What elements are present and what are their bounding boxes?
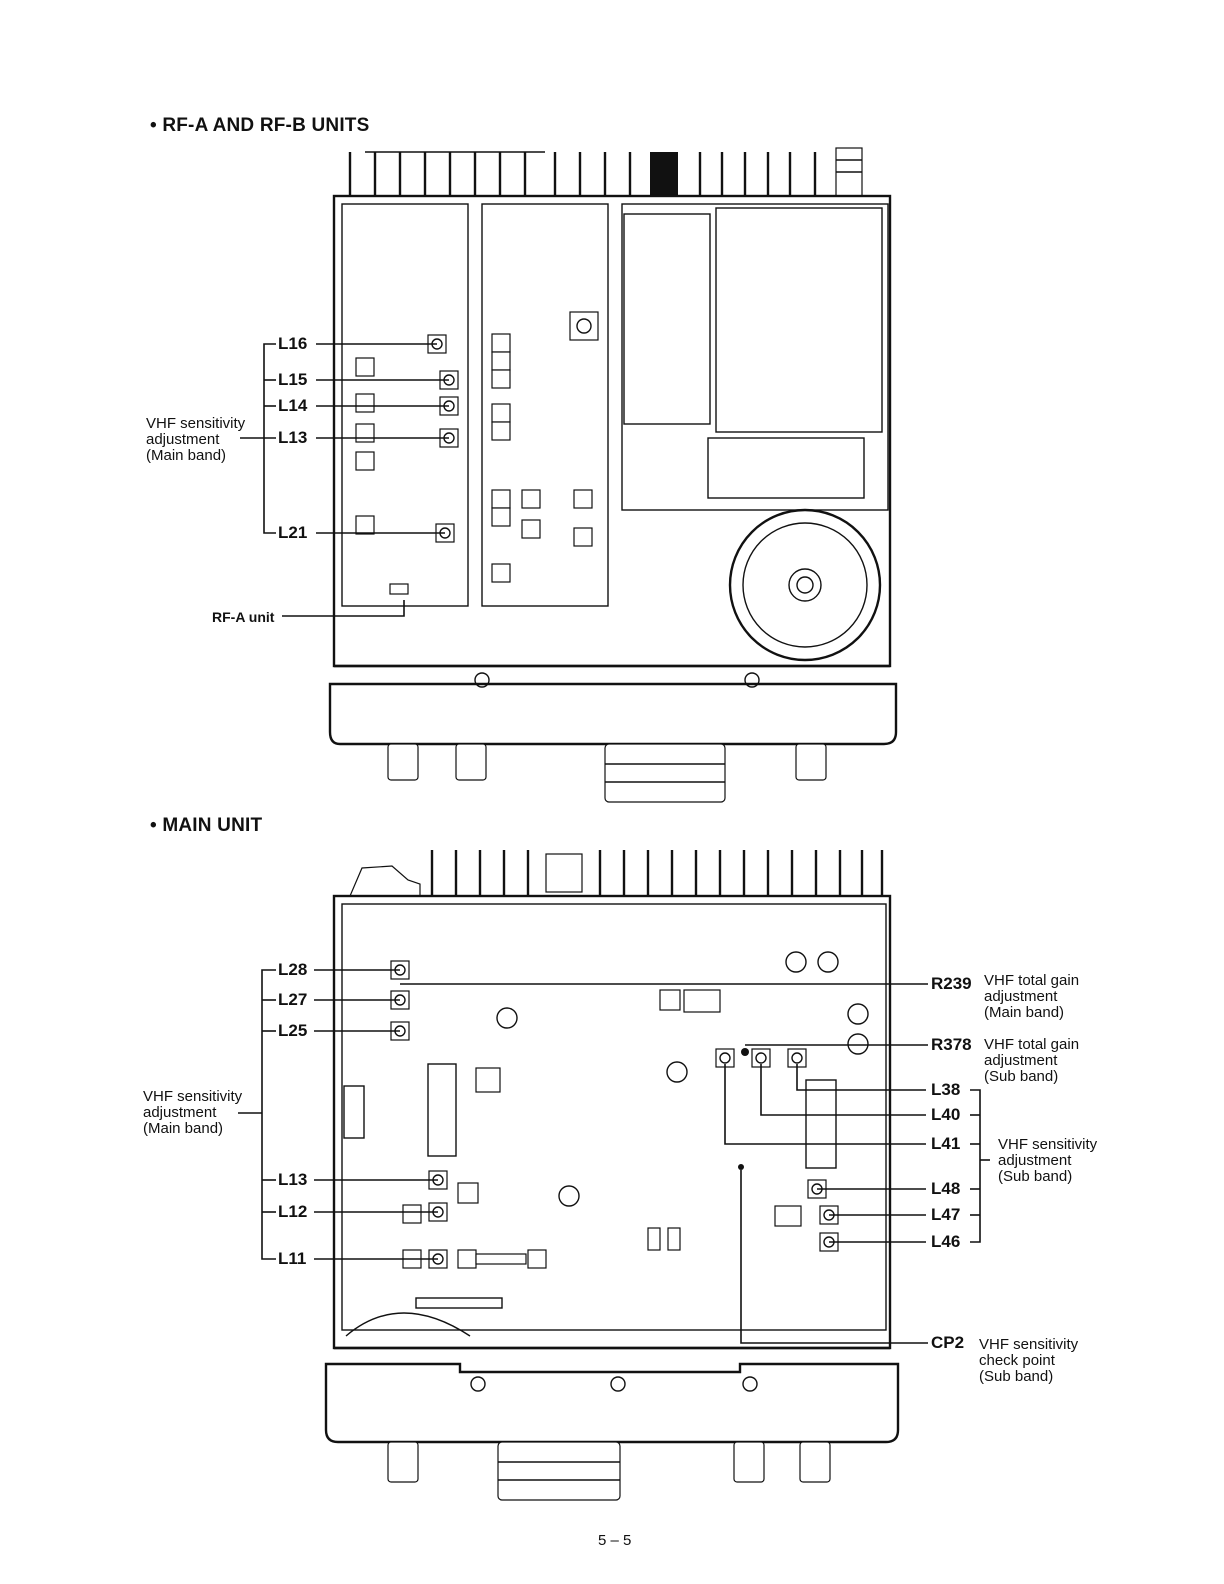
rf-coil-label-l13: L13 <box>278 428 308 447</box>
main-coil-label-l27: L27 <box>278 990 308 1009</box>
main-front-panel <box>324 1362 900 1444</box>
r378-label: R378 <box>931 1035 972 1054</box>
main-dial <box>497 1441 621 1501</box>
main-coil-label-l12: L12 <box>278 1202 308 1221</box>
rf-heatsink-fins <box>348 147 863 197</box>
main-knob-left <box>387 1441 419 1483</box>
main-coil-label-l25: L25 <box>278 1021 308 1040</box>
section-title-main: • MAIN UNIT <box>150 815 263 836</box>
main-unit-chassis-drawing <box>324 850 900 1501</box>
main-coil-label-l41: L41 <box>931 1134 961 1153</box>
main-knob-mid <box>733 1441 765 1483</box>
rf-knob-left <box>387 743 419 781</box>
rf-coil-label-l21: L21 <box>278 523 308 542</box>
rf-a-unit-label: RF-A unit <box>212 609 275 625</box>
main-coil-label-l47: L47 <box>931 1205 961 1224</box>
rf-coil-label-l14: L14 <box>278 396 308 415</box>
section-title-rf: • RF-A AND RF-B UNITS <box>150 115 370 136</box>
page-number: 5 – 5 <box>598 1532 632 1549</box>
main-coil-label-l40: L40 <box>931 1105 961 1124</box>
main-left-sensitivity-note: VHF sensitivity adjustment (Main band) <box>143 1088 243 1137</box>
main-coil-label-l13: L13 <box>278 1170 308 1189</box>
rf-knob-right <box>795 743 827 781</box>
r239-note: VHF total gain adjustment (Main band) <box>984 972 1080 1021</box>
rf-coil-label-l15: L15 <box>278 370 308 389</box>
r378-note: VHF total gain adjustment (Sub band) <box>984 1036 1080 1085</box>
cp2-note: VHF sensitivity check point (Sub band) <box>979 1336 1079 1385</box>
main-leader-lines <box>238 969 990 1344</box>
rf-units-chassis-drawing <box>328 147 898 803</box>
main-knob-right <box>799 1441 831 1483</box>
rf-coil-label-l16: L16 <box>278 334 308 353</box>
main-coil-label-l11: L11 <box>278 1249 307 1268</box>
main-coil-label-l46: L46 <box>931 1232 961 1251</box>
rf-sensitivity-note: VHF sensitivity adjustment (Main band) <box>146 415 246 464</box>
rf-b-board <box>481 203 609 607</box>
main-coil-label-l38: L38 <box>931 1080 961 1099</box>
main-heatsink-fins <box>349 850 884 897</box>
rf-a-board <box>341 203 469 607</box>
main-right-sensitivity-note: VHF sensitivity adjustment (Sub band) <box>998 1136 1098 1185</box>
main-coil-label-l48: L48 <box>931 1179 961 1198</box>
rf-leader-lines <box>240 343 449 617</box>
r239-label: R239 <box>931 974 972 993</box>
rf-knob-mid <box>455 743 487 781</box>
rf-main-dial <box>604 743 726 803</box>
rf-right-board <box>621 203 889 511</box>
main-board <box>341 903 887 1331</box>
rf-front-panel <box>328 682 898 746</box>
main-coil-label-l28: L28 <box>278 960 308 979</box>
cp2-label: CP2 <box>931 1333 965 1352</box>
speaker-outline <box>728 508 882 662</box>
rf-chassis-outline <box>332 194 892 668</box>
